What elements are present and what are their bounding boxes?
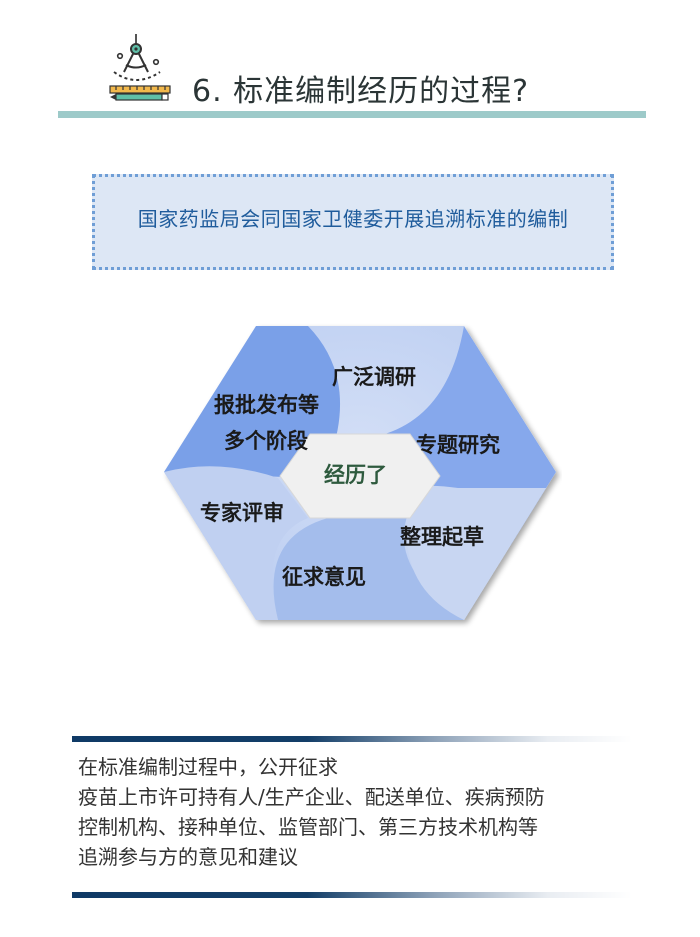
segment-label-approval-line2: 多个阶段 xyxy=(224,429,308,453)
hexagon-graphic xyxy=(164,326,556,620)
note-line: 疫苗上市许可持有人/生产企业、配送单位、疾病预防 xyxy=(78,785,545,809)
notes-block: 在标准编制过程中，公开征求 疫苗上市许可持有人/生产企业、配送单位、疾病预防 控… xyxy=(78,752,658,872)
note-line: 追溯参与方的意见和建议 xyxy=(78,845,298,869)
segment-label-expert-review: 专家评审 xyxy=(200,501,284,525)
notes-top-divider xyxy=(72,736,632,742)
header-divider xyxy=(58,111,646,118)
segment-label-consultation: 征求意见 xyxy=(282,565,366,589)
segment-label-approval-line1: 报批发布等 xyxy=(214,393,319,417)
notes-bottom-divider xyxy=(72,892,632,898)
process-hexagon-diagram: 广泛调研 专题研究 整理起草 征求意见 专家评审 报批发布等 多个阶段 经历了 xyxy=(158,318,562,630)
segment-label-research: 广泛调研 xyxy=(332,365,416,389)
note-line: 控制机构、接种单位、监管部门、第三方技术机构等 xyxy=(78,815,538,839)
segment-label-study: 专题研究 xyxy=(416,433,500,457)
center-label: 经历了 xyxy=(324,463,387,487)
section-header: 6. 标准编制经历的过程? xyxy=(0,0,700,130)
note-line: 在标准编制过程中，公开征求 xyxy=(78,755,338,779)
page-title: 6. 标准编制经历的过程? xyxy=(192,74,530,109)
drafting-compass-ruler-icon xyxy=(104,32,176,104)
segment-label-drafting: 整理起草 xyxy=(400,525,484,549)
callout-box: 国家药监局会同国家卫健委开展追溯标准的编制 xyxy=(92,174,614,270)
callout-text: 国家药监局会同国家卫健委开展追溯标准的编制 xyxy=(137,207,569,231)
